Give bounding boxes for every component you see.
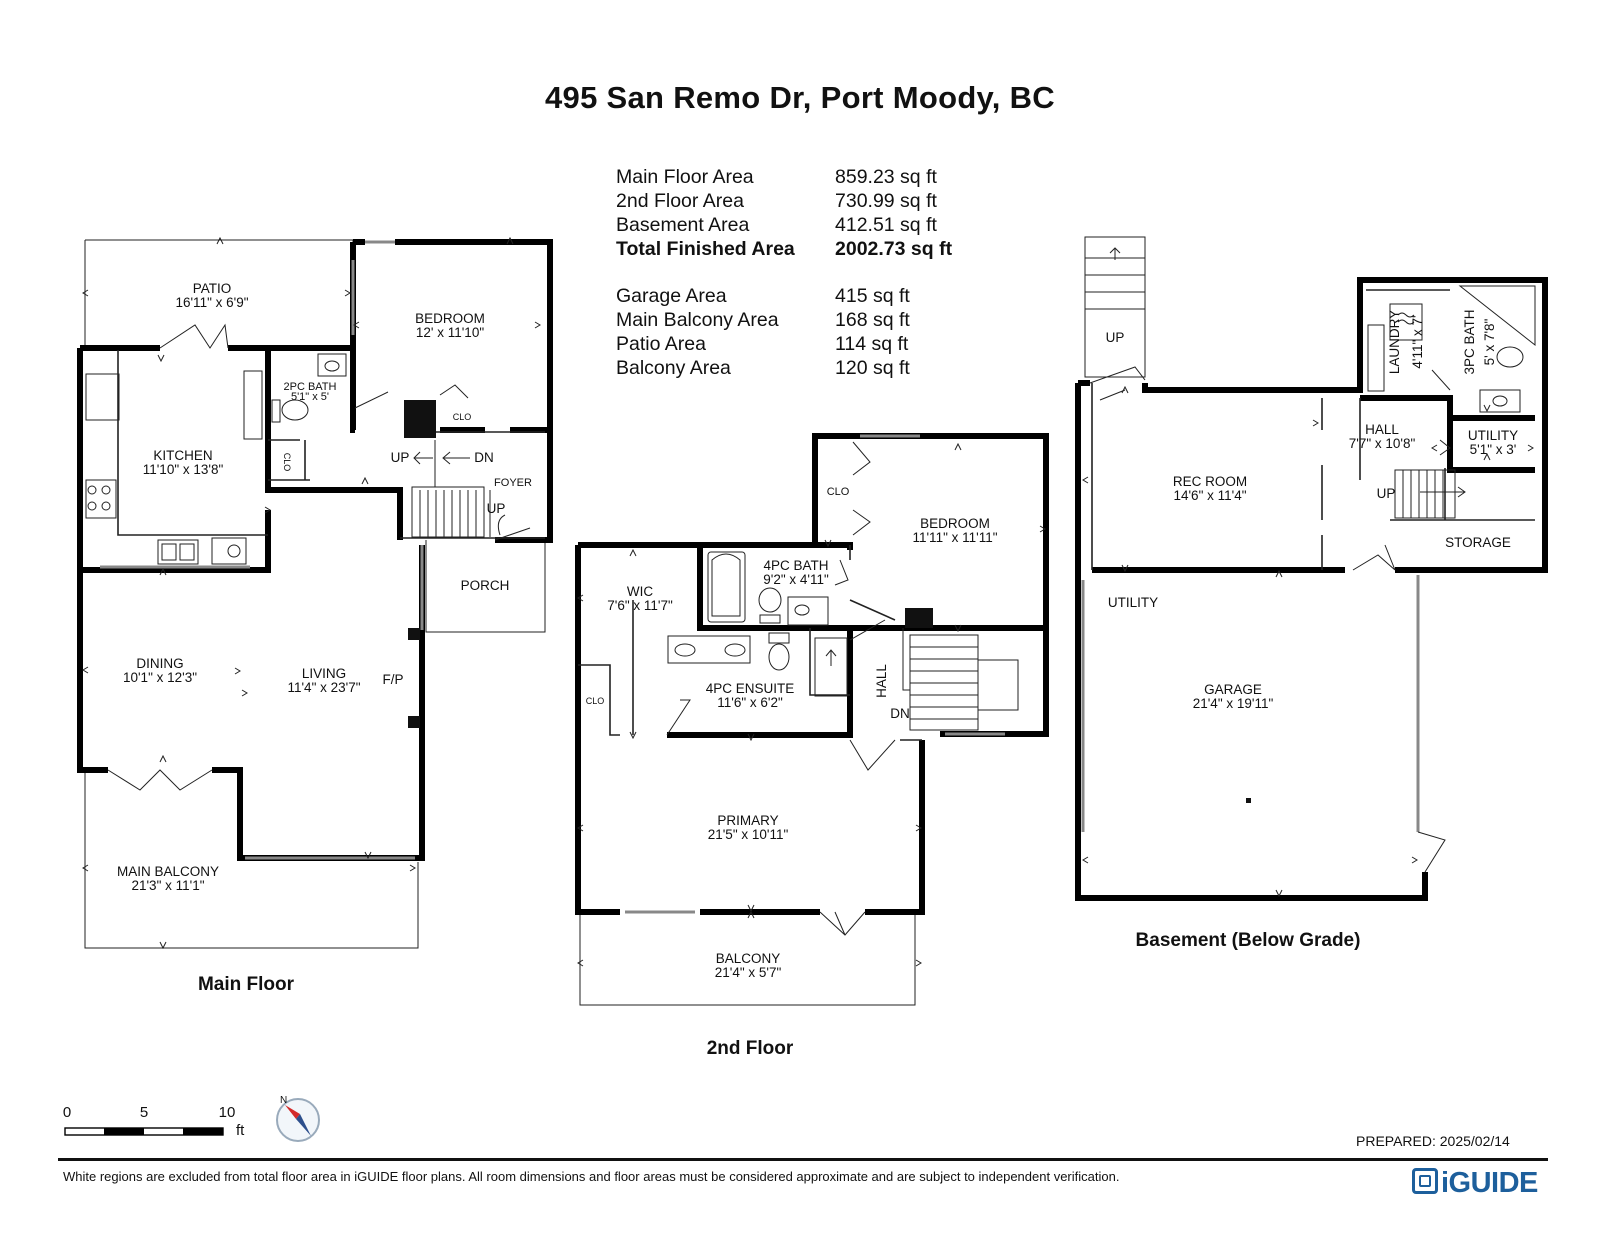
basement-stairs (1394, 469, 1466, 519)
area-row-label: Main Floor Area (616, 166, 754, 188)
basement-hall-label: HALL (1365, 422, 1399, 437)
main-up-label: UP (391, 450, 410, 465)
porch-label: PORCH (461, 578, 510, 593)
kitchen-label: KITCHEN (153, 448, 212, 463)
area-row-label: Balcony Area (616, 357, 731, 379)
ensuite-label: 4PC ENSUITE (706, 681, 795, 696)
scale-bar: 0 5 10 ft (63, 1104, 245, 1139)
bath2pc-label: 2PC BATH (284, 381, 337, 393)
laundry-label: LAUNDRY (1387, 310, 1402, 374)
ensuite-dim: 11'6" x 6'2" (717, 695, 783, 710)
utility-small-label: UTILITY (1468, 428, 1518, 443)
scale-tick-5: 5 (140, 1104, 148, 1121)
second-balcony-dim: 21'4" x 5'7" (715, 965, 782, 980)
main-clo-label-1: CLO (282, 453, 292, 472)
second-clo-label-1: CLO (827, 486, 850, 498)
garage-label: GARAGE (1204, 682, 1262, 697)
main-floor-stairs (404, 400, 491, 538)
dining-label: DINING (136, 656, 183, 671)
basement-floor-label: Basement (Below Grade) (1136, 930, 1361, 951)
basement-up-label: UP (1106, 330, 1125, 345)
primary-label: PRIMARY (717, 813, 778, 828)
kitchen-dim: 11'10" x 13'8" (143, 462, 224, 477)
laundry-dim: 4'11" x 7' (1410, 315, 1425, 368)
area-row-value: 859.23 sq ft (835, 166, 937, 188)
bath3pc-dim: 5' x 7'8" (1482, 318, 1497, 365)
wic-dim: 7'6" x 11'7" (607, 598, 673, 613)
basement-plan: UP LAUNDRY 4'11" x 7' 3PC BATH 5' x 7'8"… (1075, 236, 1548, 951)
prepared-date: PREPARED: 2025/02/14 (1356, 1133, 1510, 1149)
living-dim: 11'4" x 23'7" (287, 680, 360, 695)
garage-dim: 21'4" x 19'11" (1193, 696, 1274, 711)
utility-label: UTILITY (1108, 595, 1158, 610)
area-row-label: Patio Area (616, 333, 706, 355)
area-row-value: 412.51 sq ft (835, 214, 937, 236)
main-bedroom-dim: 12' x 11'10" (416, 325, 484, 340)
basement-up-label-2: UP (1377, 486, 1396, 501)
second-floor-stairs (902, 608, 1019, 731)
iguide-logo-text: iGUIDE (1441, 1167, 1538, 1199)
area-row-label: Total Finished Area (616, 238, 795, 260)
fireplace-label: F/P (382, 672, 403, 687)
footer-divider (58, 1158, 1548, 1161)
area-row-value: 2002.73 sq ft (835, 238, 953, 260)
main-floor-label: Main Floor (198, 974, 295, 995)
second-bedroom-label: BEDROOM (920, 516, 990, 531)
compass-icon: N (276, 1095, 320, 1142)
main-bedroom-label: BEDROOM (415, 311, 485, 326)
second-floor-plan: WIC 7'6" x 11'7" 4PC BATH 9'2" x 4'11" B… (575, 433, 1049, 1059)
main-clo-label-2: CLO (453, 412, 472, 422)
bath4pc-label: 4PC BATH (763, 558, 828, 573)
second-clo-label-2: CLO (586, 696, 605, 706)
second-balcony-label: BALCONY (716, 951, 781, 966)
bath4pc-dim: 9'2" x 4'11" (763, 572, 829, 587)
main-dn-label: DN (474, 450, 494, 465)
area-row-label: Main Balcony Area (616, 309, 779, 331)
scale-unit: ft (236, 1122, 245, 1139)
area-row-value: 114 sq ft (835, 333, 909, 355)
dining-dim: 10'1" x 12'3" (123, 670, 197, 685)
area-row-value: 168 sq ft (835, 309, 910, 331)
second-bedroom-dim: 11'11" x 11'11" (912, 530, 997, 545)
patio-dim: 16'11" x 6'9" (175, 295, 248, 310)
iguide-logo: iGUIDE (1412, 1167, 1538, 1200)
area-row-label: 2nd Floor Area (616, 190, 744, 212)
second-hall-label: HALL (874, 664, 889, 698)
scale-tick-0: 0 (63, 1104, 71, 1121)
main-floor-plan: PATIO 16'11" x 6'9" BEDROOM 12' x 11'10"… (77, 236, 553, 995)
area-row-value: 415 sq ft (835, 285, 910, 307)
wic-label: WIC (627, 584, 653, 599)
area-row-label: Basement Area (616, 214, 750, 236)
rec-room-label: REC ROOM (1173, 474, 1247, 489)
area-row-value: 120 sq ft (835, 357, 910, 379)
page-title: 495 San Remo Dr, Port Moody, BC (545, 80, 1055, 115)
utility-small-dim: 5'1" x 3' (1470, 442, 1517, 457)
compass-north-label: N (280, 1095, 287, 1106)
iguide-logo-icon (1412, 1168, 1438, 1194)
main-up-label-2: UP (487, 501, 506, 516)
primary-dim: 21'5" x 10'11" (708, 827, 789, 842)
second-floor-label: 2nd Floor (707, 1038, 794, 1059)
storage-label: STORAGE (1445, 535, 1511, 550)
foyer-label: FOYER (494, 477, 532, 489)
bath3pc-label: 3PC BATH (1462, 309, 1477, 374)
area-row-label: Garage Area (616, 285, 727, 307)
scale-tick-10: 10 (219, 1104, 236, 1121)
main-balcony-dim: 21'3" x 11'1" (131, 878, 204, 893)
basement-hall-dim: 7'7" x 10'8" (1349, 436, 1416, 451)
bath2pc-dim: 5'1" x 5' (291, 391, 329, 403)
second-dn-label: DN (890, 706, 910, 721)
rec-room-dim: 14'6" x 11'4" (1173, 488, 1246, 503)
area-row-value: 730.99 sq ft (835, 190, 937, 212)
living-label: LIVING (302, 666, 346, 681)
disclaimer-text: White regions are excluded from total fl… (63, 1169, 1120, 1184)
patio-label: PATIO (193, 281, 232, 296)
main-balcony-label: MAIN BALCONY (117, 864, 219, 879)
